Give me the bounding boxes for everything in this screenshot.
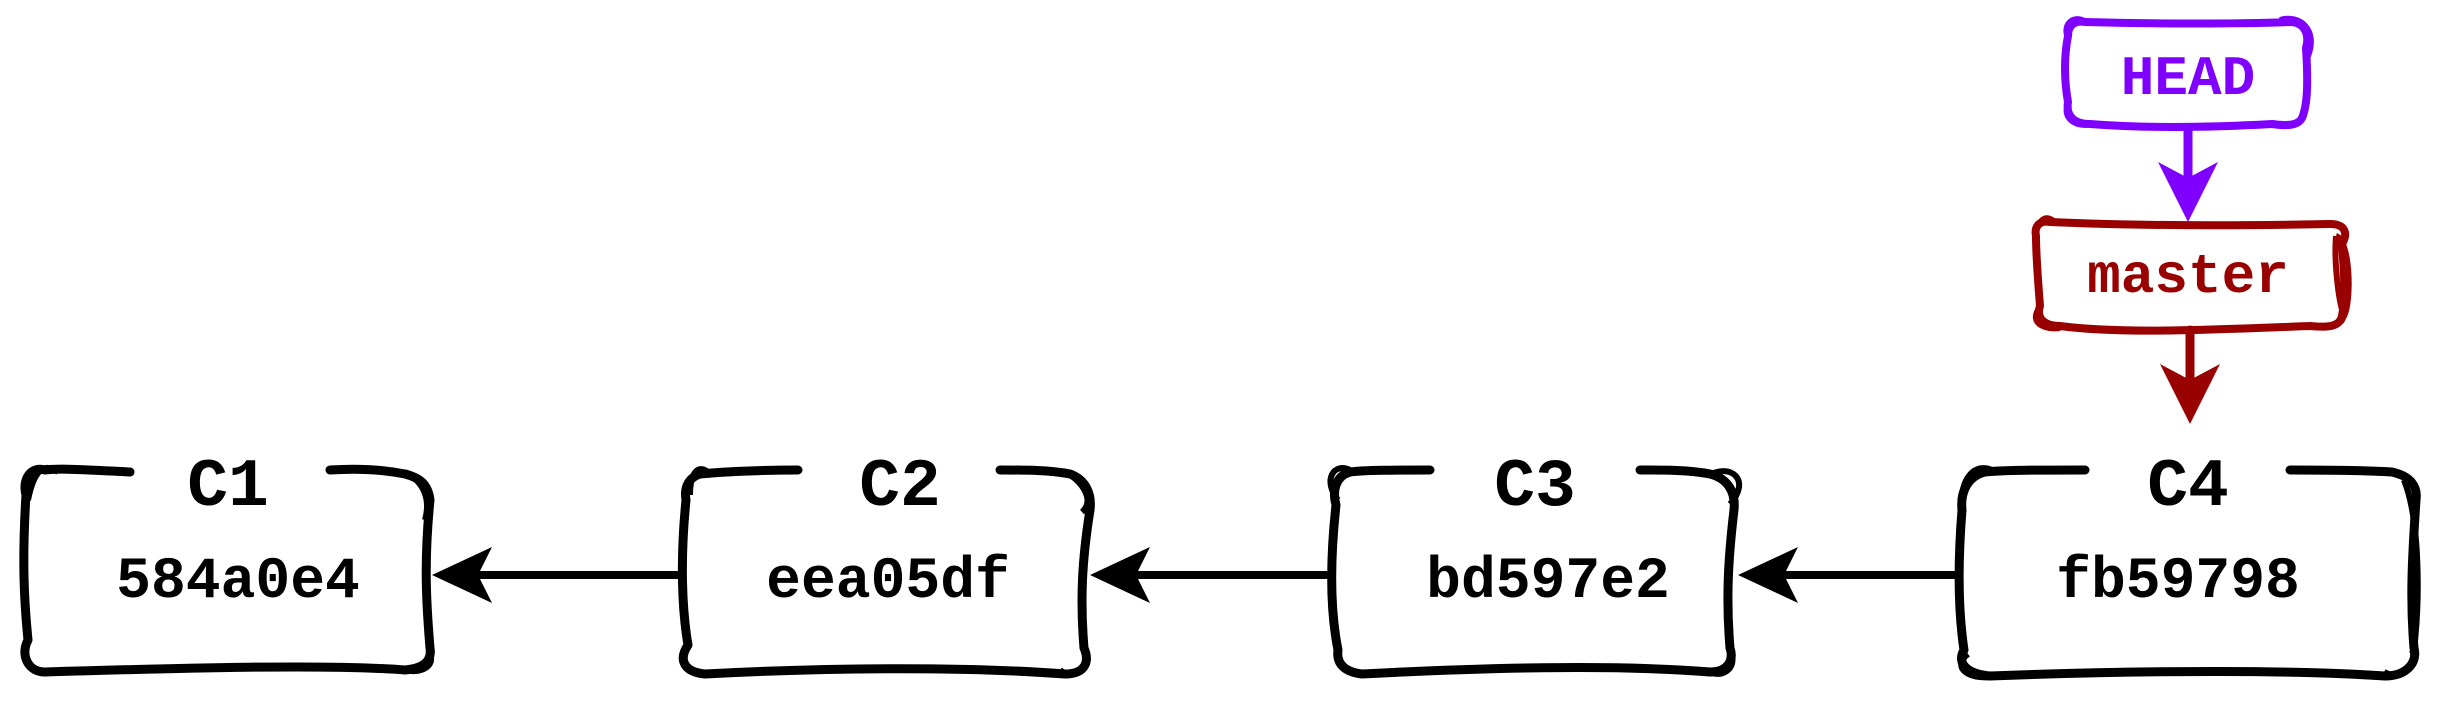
- commit-c3-hash: bd597e2: [1426, 550, 1670, 615]
- arrow-head-icon: [432, 547, 492, 603]
- head-ref-box: [2061, 17, 2312, 131]
- arrow-head-icon: [2158, 162, 2218, 222]
- commit-c3-title: C3: [1494, 449, 1576, 526]
- commit-c3: C3 bd597e2: [1327, 449, 1743, 679]
- parent-arrow-c4-c3: [1738, 547, 1962, 603]
- commit-c1-hash: 584a0e4: [116, 550, 360, 615]
- commit-c1: C1 584a0e4: [19, 449, 435, 677]
- commit-c4: C4 fb59798: [1954, 449, 2421, 681]
- branch-ref-master-box: [2031, 217, 2350, 335]
- commit-c2-hash: eea05df: [766, 550, 1010, 615]
- commit-c2-title: C2: [859, 449, 941, 526]
- commit-c2: C2 eea05df: [677, 449, 1095, 679]
- commit-c4-title: C4: [2147, 449, 2229, 526]
- commit-c1-title: C1: [187, 449, 269, 526]
- head-ref-label: HEAD: [2121, 47, 2255, 111]
- branch-pointer-arrow: [2160, 325, 2220, 424]
- arrow-head-icon: [2160, 364, 2220, 424]
- arrow-head-icon: [1738, 547, 1798, 603]
- head-ref: HEAD: [2061, 15, 2314, 131]
- head-pointer-arrow: [2158, 123, 2218, 222]
- arrow-head-icon: [1090, 547, 1150, 603]
- branch-ref-master-label: master: [2087, 245, 2289, 309]
- parent-arrow-c2-c1: [432, 547, 682, 603]
- branch-ref-master: master: [2031, 215, 2352, 335]
- commit-c1-box: [19, 464, 435, 677]
- parent-arrow-c3-c2: [1090, 547, 1332, 603]
- commit-c4-hash: fb59798: [2056, 550, 2300, 615]
